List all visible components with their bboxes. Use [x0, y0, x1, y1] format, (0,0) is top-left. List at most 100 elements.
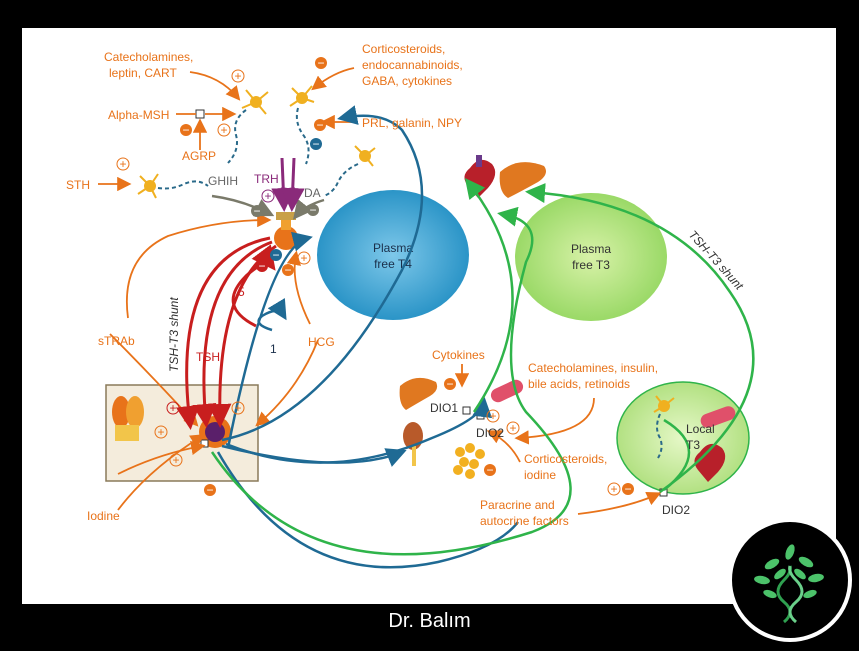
trh-arrows: [271, 157, 305, 212]
minus-sign-paracrine: −: [622, 482, 634, 496]
svg-text:−: −: [206, 483, 213, 497]
plasma-t3-label-1: Plasma: [571, 242, 611, 256]
plus-sign-dio2-b: +: [506, 421, 520, 435]
corticosteroids-iodine-label-1: Corticosteroids,: [524, 452, 607, 466]
minus-sign-1: −: [315, 56, 327, 70]
svg-text:+: +: [220, 123, 227, 137]
plasma-t4-oval: [317, 190, 469, 320]
neuron-icon-4: [323, 145, 376, 197]
catecholamines-label-1: Catecholamines,: [104, 50, 193, 64]
plus-sign-paracrine: +: [607, 482, 621, 496]
svg-text:+: +: [509, 421, 516, 435]
corticosteroids-iodine-label-2: iodine: [524, 468, 556, 482]
neuron-icon-2: [289, 85, 315, 165]
catecholamines-insulin-label-2: bile acids, retinoids: [528, 377, 630, 391]
svg-text:−: −: [446, 377, 453, 391]
muscle-icon-local: [700, 406, 736, 428]
liver-icon: [499, 162, 546, 198]
cytokines-label: Cytokines: [432, 348, 485, 362]
plus-sign-strab: +: [166, 401, 180, 415]
svg-text:−: −: [316, 118, 323, 132]
minus-sign-iodine: −: [204, 483, 216, 497]
signs: + − − + − − + − + − − − − + + + + + − − …: [116, 56, 634, 497]
svg-text:−: −: [624, 482, 631, 496]
t3-arrows: [210, 178, 755, 556]
svg-text:−: −: [486, 463, 493, 477]
plus-sign-trh: +: [261, 189, 275, 203]
neuron-icon-3: [137, 173, 209, 199]
adipose-icon: [453, 443, 485, 479]
hcg-label: HCG: [308, 335, 335, 349]
dio1-label: DIO1: [430, 401, 458, 415]
svg-text:+: +: [610, 482, 617, 496]
svg-text:−: −: [317, 56, 324, 70]
svg-text:−: −: [258, 259, 265, 273]
tsh-label: TSH: [196, 350, 220, 364]
shunt-label-right: TSH-T3 shunt: [686, 228, 747, 293]
minus-sign-blue: −: [310, 137, 322, 151]
follicle-transporter-box: [200, 439, 209, 448]
plus-sign-hcg: +: [231, 401, 245, 415]
local-t3-label-2: T3: [686, 438, 700, 452]
prl-label: PRL, galanin, NPY: [362, 116, 462, 130]
plus-sign-1: +: [231, 69, 245, 83]
svg-text:+: +: [169, 401, 176, 415]
svg-text:+: +: [489, 409, 496, 423]
dio2-label-mid: DIO2: [476, 426, 504, 440]
corticosteroids-label-3: GABA, cytokines: [362, 74, 452, 88]
svg-text:+: +: [264, 189, 271, 203]
plus-sign-2: +: [217, 123, 231, 137]
plus-sign-sth: +: [116, 157, 130, 171]
svg-text:+: +: [234, 401, 241, 415]
heart-icon-local: [694, 443, 726, 482]
liver-icon-2: [399, 377, 438, 410]
minus-sign-da: −: [307, 203, 319, 217]
svg-text:+: +: [300, 251, 307, 265]
svg-text:−: −: [253, 204, 260, 218]
tree-dna-icon: [754, 544, 824, 624]
thyroid-gland-icon: [112, 396, 144, 441]
strab-label: sTRAb: [98, 334, 135, 348]
heart-icon: [464, 155, 496, 198]
svg-text:+: +: [234, 69, 241, 83]
loop-5-label: 5: [238, 285, 245, 299]
svg-text:−: −: [284, 263, 291, 277]
plasma-t4-label-1: Plasma: [373, 241, 413, 255]
dio2-label-right: DIO2: [662, 503, 690, 517]
neuron-icon-local: [653, 395, 675, 459]
orange-arrows: [98, 67, 662, 515]
svg-text:−: −: [312, 137, 319, 151]
paracrine-label-1: Paracrine and: [480, 498, 555, 512]
svg-text:−: −: [272, 248, 279, 262]
minus-sign-orange-pit: −: [282, 263, 294, 277]
minus-sign-red: −: [256, 259, 268, 273]
svg-text:−: −: [309, 203, 316, 217]
da-label: DA: [304, 186, 321, 200]
plus-sign-iodine-1: +: [154, 425, 168, 439]
corticosteroids-label-1: Corticosteroids,: [362, 42, 445, 56]
thyroid-regulation-diagram: Plasma free T4 Plasma free T3: [66, 42, 755, 569]
ghih-da-arrows: [211, 194, 325, 220]
logo-icon: [728, 518, 852, 642]
alpha-msh-label: Alpha-MSH: [108, 108, 169, 122]
dio1-box: [462, 406, 471, 415]
t4-arrows: [216, 105, 519, 569]
alpha-msh-box: [195, 109, 205, 119]
sth-label: STH: [66, 178, 90, 192]
plus-sign-pit: +: [297, 251, 311, 265]
agrp-label: AGRP: [182, 149, 216, 163]
pituitary-gland-icon: [274, 212, 298, 250]
loop-1-label: 1: [270, 342, 277, 356]
diagram-frame: [19, 25, 839, 607]
svg-text:+: +: [172, 453, 179, 467]
footer-author: Dr. Balım: [388, 610, 471, 632]
corticosteroids-label-2: endocannabinoids,: [362, 58, 463, 72]
svg-text:+: +: [157, 425, 164, 439]
plasma-t3-oval: [515, 193, 667, 321]
local-t3-label-1: Local: [686, 422, 715, 436]
ghih-label: GHIH: [208, 174, 238, 188]
minus-sign-cytokines: −: [444, 377, 456, 391]
tsh-arrows: [175, 236, 277, 430]
plus-sign-dio2: +: [486, 409, 500, 423]
neuron-icon-1: [227, 89, 269, 164]
